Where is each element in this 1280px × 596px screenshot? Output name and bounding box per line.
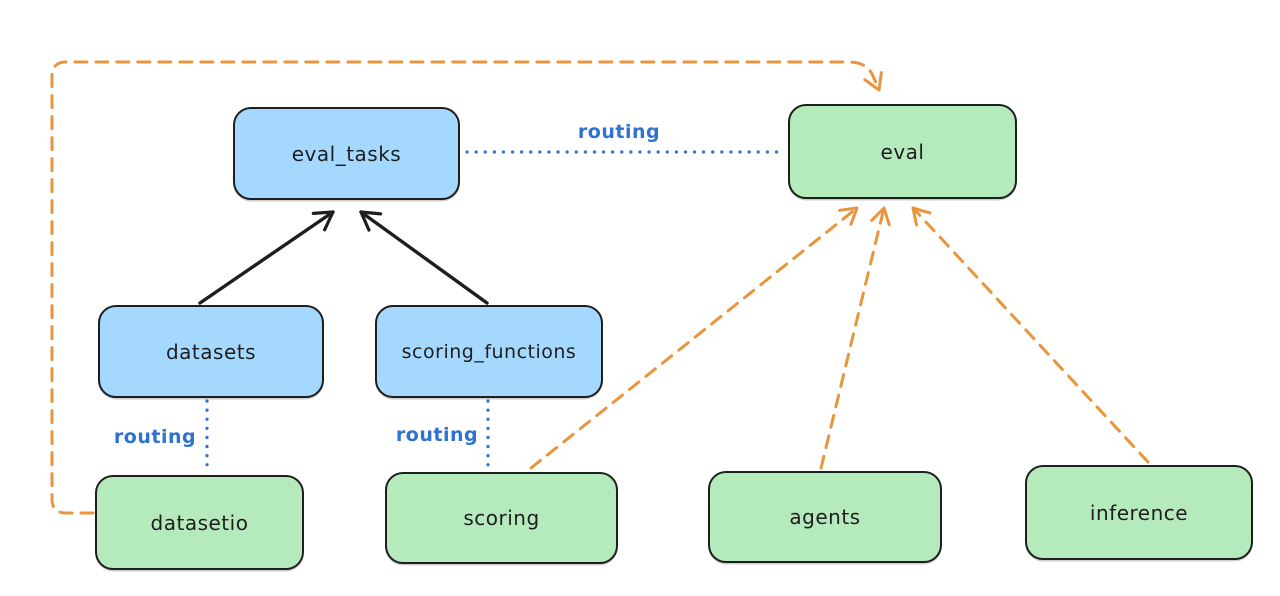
node-scoring: scoring xyxy=(385,472,618,564)
node-datasets-label: datasets xyxy=(165,339,257,364)
node-scoring-functions-label: scoring_functions xyxy=(401,340,577,363)
edge-scoring-to-eval xyxy=(529,206,859,470)
node-datasetio-label: datasetio xyxy=(150,510,249,535)
node-datasets: datasets xyxy=(98,305,324,398)
node-eval-label: eval xyxy=(880,139,925,164)
node-scoring-label: scoring xyxy=(463,506,540,530)
edge-inference-to-eval xyxy=(911,206,1150,464)
edge-label-routing-datasets: routing xyxy=(114,426,196,448)
edge-agents-to-eval xyxy=(819,206,891,470)
node-datasetio: datasetio xyxy=(95,475,304,570)
edge-label-routing-scoring: routing xyxy=(396,424,478,446)
node-eval-tasks: eval_tasks xyxy=(233,107,460,200)
node-scoring-functions: scoring_functions xyxy=(375,305,603,398)
edge-scoring-functions-to-eval-tasks xyxy=(359,210,489,305)
node-eval: eval xyxy=(788,104,1017,199)
node-inference-label: inference xyxy=(1089,500,1189,525)
edge-datasetio-to-eval xyxy=(50,60,883,515)
node-agents-label: agents xyxy=(789,505,861,529)
node-inference: inference xyxy=(1025,465,1253,560)
edge-label-routing-horizontal: routing xyxy=(578,121,660,143)
node-eval-tasks-label: eval_tasks xyxy=(291,141,402,166)
edge-datasets-to-eval-tasks xyxy=(198,210,335,305)
node-agents: agents xyxy=(708,471,942,563)
